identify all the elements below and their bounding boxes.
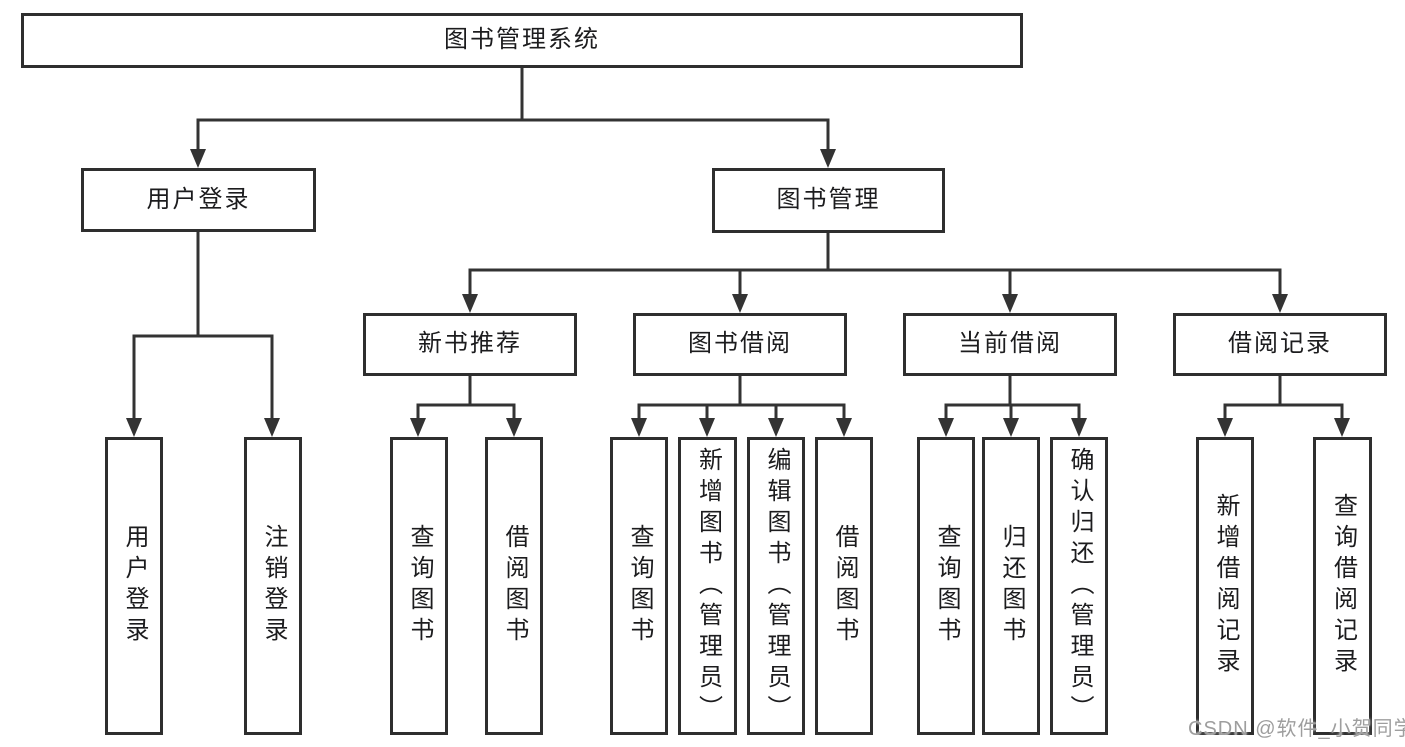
arrow-icon xyxy=(820,149,836,168)
arrow-icon xyxy=(126,418,142,437)
arrow-icon xyxy=(190,149,206,168)
arrow-icon xyxy=(1071,418,1087,437)
node-leaf-query-book-3-label: 查询图书 xyxy=(933,524,960,648)
node-root-label: 图书管理系统 xyxy=(444,26,600,54)
arrow-icon xyxy=(938,418,954,437)
connector-book-mgmt xyxy=(468,231,1282,299)
arrow-icon xyxy=(836,418,852,437)
node-leaf-query-book-3: 查询图书 xyxy=(917,437,975,735)
arrow-icon xyxy=(732,294,748,313)
connector-user-login xyxy=(132,230,274,423)
arrow-icon xyxy=(1003,418,1019,437)
node-leaf-borrow-book-1: 借阅图书 xyxy=(485,437,543,735)
node-book-mgmt: 图书管理 xyxy=(712,168,945,233)
arrow-icon xyxy=(506,418,522,437)
node-leaf-query-book-1: 查询图书 xyxy=(390,437,448,735)
node-book-borrow-label: 图书借阅 xyxy=(688,330,792,358)
connector-root xyxy=(196,66,830,154)
connector-current-borrow xyxy=(944,374,1081,423)
arrow-icon xyxy=(1334,418,1350,437)
node-leaf-add-book: 新增图书（管理员） xyxy=(678,437,737,735)
arrow-icon xyxy=(410,418,426,437)
arrowheads xyxy=(126,149,1350,437)
node-new-book-rec: 新书推荐 xyxy=(363,313,577,376)
node-new-book-rec-label: 新书推荐 xyxy=(418,330,522,358)
node-leaf-confirm-return: 确认归还（管理员） xyxy=(1050,437,1108,735)
node-leaf-query-book-2-label: 查询图书 xyxy=(626,524,653,648)
csdn-watermark: CSDN @软件_小贺同学 xyxy=(1188,718,1405,740)
node-leaf-user-login: 用户登录 xyxy=(105,437,163,735)
arrow-icon xyxy=(631,418,647,437)
connector-book-borrow xyxy=(637,374,846,423)
arrow-icon xyxy=(1002,294,1018,313)
node-leaf-logout-label: 注销登录 xyxy=(260,524,287,648)
node-current-borrow-label: 当前借阅 xyxy=(958,330,1062,358)
node-leaf-return-book: 归还图书 xyxy=(982,437,1040,735)
arrow-icon xyxy=(264,418,280,437)
node-current-borrow: 当前借阅 xyxy=(903,313,1117,376)
node-leaf-query-book-2: 查询图书 xyxy=(610,437,668,735)
arrow-icon xyxy=(462,294,478,313)
node-borrow-record: 借阅记录 xyxy=(1173,313,1387,376)
node-user-login-label: 用户登录 xyxy=(146,185,251,213)
node-leaf-return-book-label: 归还图书 xyxy=(998,524,1025,648)
node-leaf-edit-book: 编辑图书（管理员） xyxy=(747,437,805,735)
node-leaf-query-record-label: 查询借阅记录 xyxy=(1329,493,1357,679)
arrow-icon xyxy=(1217,418,1233,437)
arrow-icon xyxy=(1272,294,1288,313)
node-leaf-confirm-return-label: 确认归还（管理员） xyxy=(1066,446,1093,726)
node-book-borrow: 图书借阅 xyxy=(633,313,847,376)
node-leaf-add-record: 新增借阅记录 xyxy=(1196,437,1254,735)
node-user-login: 用户登录 xyxy=(81,168,316,232)
node-leaf-query-record: 查询借阅记录 xyxy=(1313,437,1372,735)
node-leaf-borrow-book-2: 借阅图书 xyxy=(815,437,873,735)
node-leaf-query-book-1-label: 查询图书 xyxy=(406,524,433,648)
node-borrow-record-label: 借阅记录 xyxy=(1228,330,1332,358)
node-book-mgmt-label: 图书管理 xyxy=(776,186,881,214)
connector-borrow-record xyxy=(1223,374,1344,423)
node-leaf-user-login-label: 用户登录 xyxy=(121,524,148,648)
node-leaf-add-book-label: 新增图书（管理员） xyxy=(694,446,722,726)
node-root: 图书管理系统 xyxy=(21,13,1023,68)
arrow-icon xyxy=(768,418,784,437)
node-leaf-edit-book-label: 编辑图书（管理员） xyxy=(763,446,790,726)
node-leaf-borrow-book-2-label: 借阅图书 xyxy=(831,524,858,648)
node-leaf-add-record-label: 新增借阅记录 xyxy=(1212,493,1239,679)
node-leaf-borrow-book-1-label: 借阅图书 xyxy=(501,524,528,648)
connector-new-book-rec xyxy=(416,374,516,423)
node-leaf-logout: 注销登录 xyxy=(244,437,302,735)
arrow-icon xyxy=(699,418,715,437)
